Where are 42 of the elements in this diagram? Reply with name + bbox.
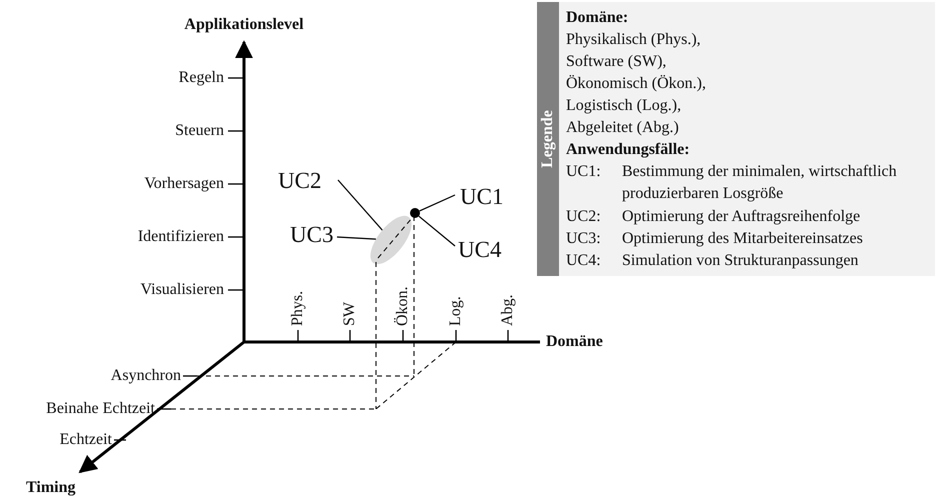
tick-label: Phys. <box>288 290 307 326</box>
leader-line <box>338 180 383 231</box>
axis-title: Domäne <box>546 332 603 352</box>
data-point <box>410 208 420 218</box>
legend-text: Optimierung der Auftragsreihenfolge <box>622 207 860 227</box>
legend-key: UC3: <box>566 228 601 250</box>
tick-label: Ökon. <box>393 286 412 326</box>
tick-label: Visualisieren <box>140 280 224 300</box>
leader-line <box>336 236 376 240</box>
legend-title: Legende <box>538 110 557 168</box>
legend-text: Logistisch (Log.), <box>566 96 682 116</box>
legend-text: Optimierung des Mitarbeitereinsatzes <box>622 229 863 249</box>
tick-label: Log. <box>446 296 465 326</box>
legend-text: Ökonomisch (Ökon.), <box>566 74 706 94</box>
tick-label: Echtzeit <box>60 430 112 450</box>
legend-text: Physikalisch (Phys.), <box>566 30 701 50</box>
tick-label: Abg. <box>498 294 517 326</box>
tick-label: Identifizieren <box>138 227 224 247</box>
legend-key: UC2: <box>566 206 601 228</box>
use-case-label: UC2 <box>278 168 322 194</box>
axis-title: Timing <box>26 478 76 498</box>
use-case-label: UC3 <box>290 222 334 248</box>
legend-heading: Domäne: <box>566 8 628 28</box>
legend-key: UC4: <box>566 250 601 272</box>
use-case-label: UC4 <box>458 237 502 263</box>
tick-label: Beinahe Echtzeit <box>46 399 155 419</box>
shaded-ellipse <box>370 216 412 264</box>
legend-heading: Anwendungsfälle: <box>566 140 690 160</box>
legend-key: UC1: <box>566 161 601 183</box>
legend-text: Simulation von Strukturanpassungen <box>622 251 858 271</box>
axis-title: Applikationslevel <box>184 15 304 35</box>
tick-label: SW <box>340 302 359 326</box>
tick-label: Vorhersagen <box>144 174 224 194</box>
legend-text: Abgeleitet (Abg.) <box>566 118 679 138</box>
legend-text: Bestimmung der minimalen, wirtschaftlich produzierbaren Losgröße <box>622 162 898 204</box>
use-case-label: UC1 <box>460 184 504 210</box>
tick-label: Regeln <box>178 68 224 88</box>
legend-text: Software (SW), <box>566 52 666 72</box>
leader-line <box>419 194 456 212</box>
tick-label: Steuern <box>175 121 224 141</box>
leader-line <box>418 216 456 246</box>
tick-label: Asynchron <box>110 366 181 386</box>
